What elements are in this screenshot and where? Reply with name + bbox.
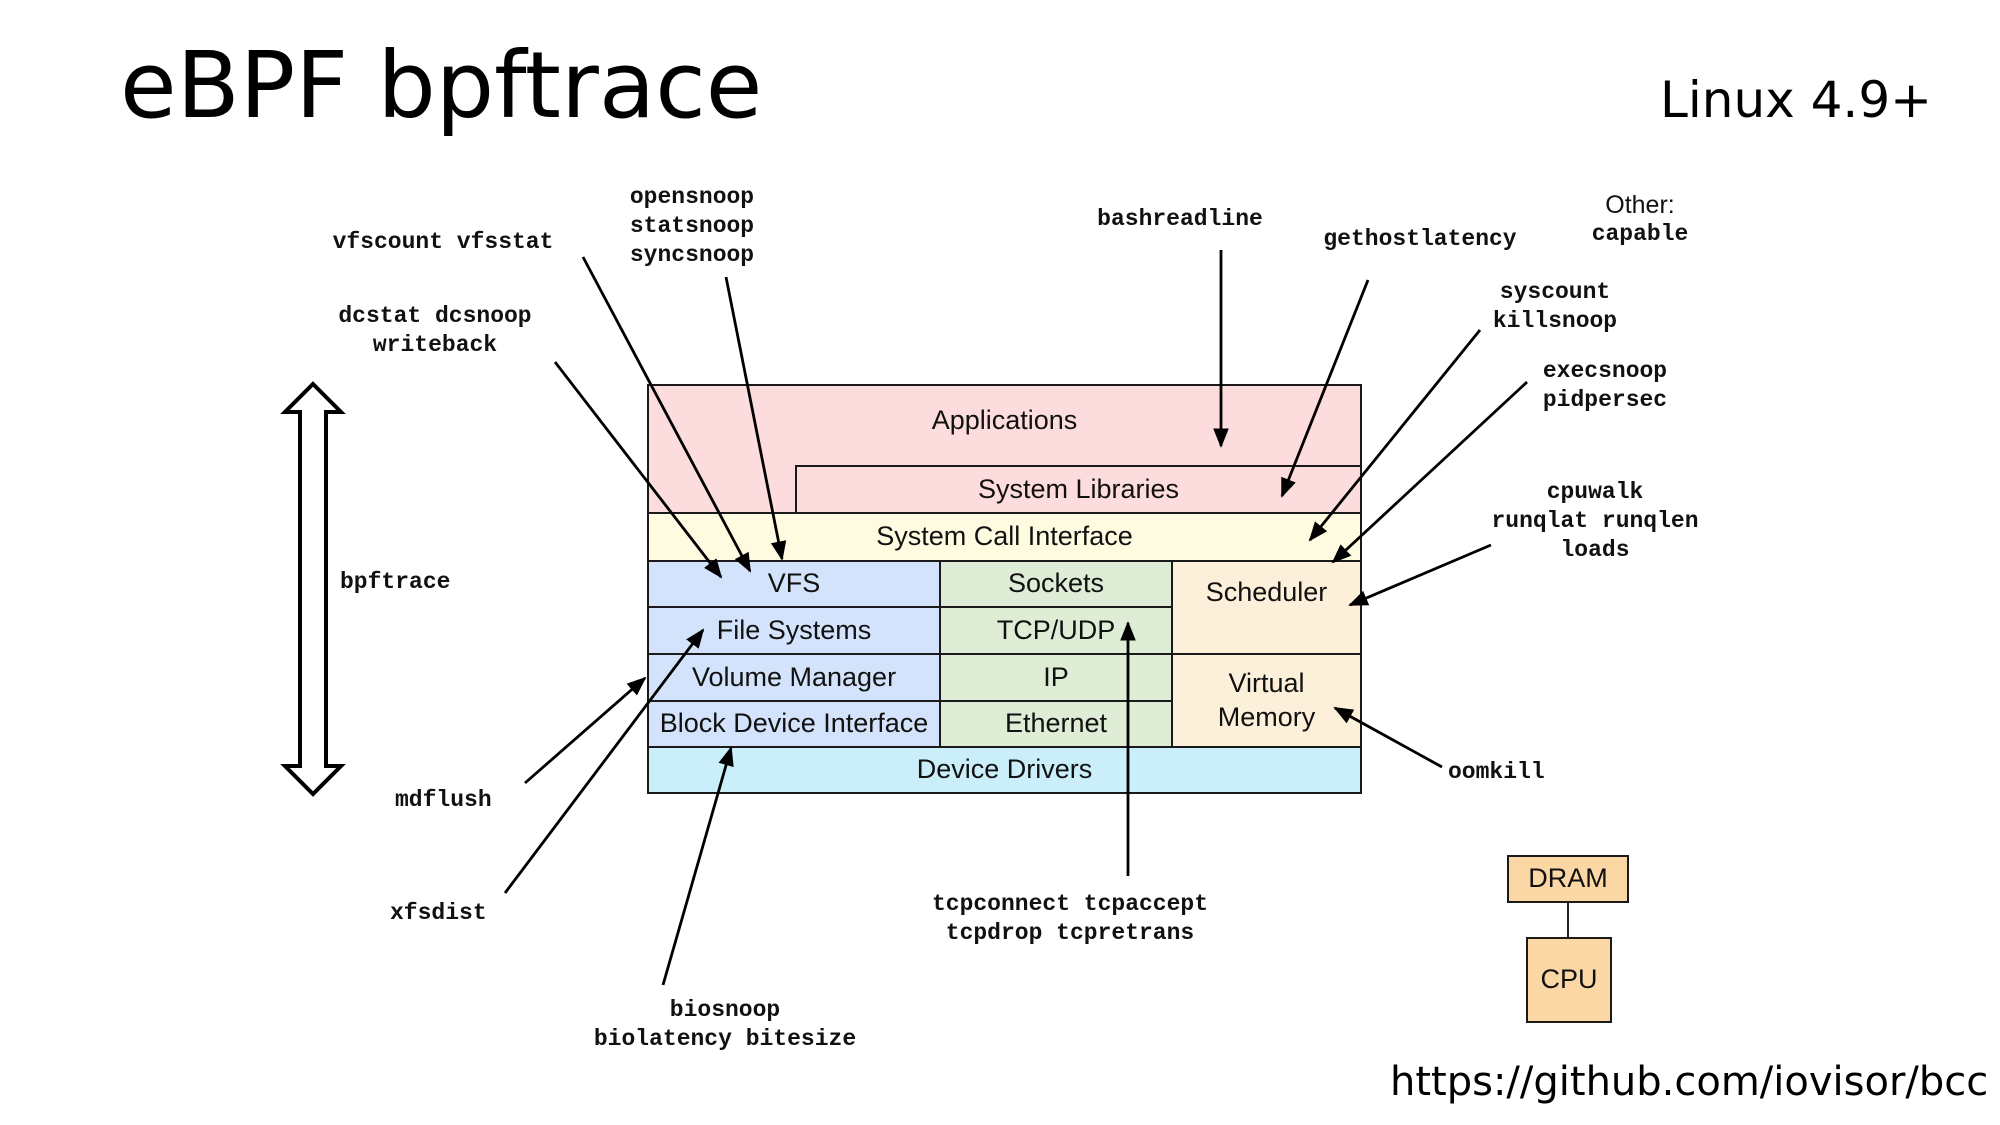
- tool-label-dcstat: dcstat dcsnoop writeback: [338, 303, 532, 358]
- layer-volume-manager: Volume Manager: [647, 653, 941, 702]
- layer-vfs-label: VFS: [767, 568, 821, 599]
- layer-system-libraries-label: System Libraries: [977, 473, 1180, 504]
- tool-label-cpuwalk: cpuwalk runqlat runqlen loads: [1491, 479, 1699, 563]
- layer-virtual-memory-label: Virtual Memory: [1217, 667, 1316, 732]
- kernel-version: Linux 4.9+: [1660, 71, 1933, 129]
- tool-label-vfscount: vfscount vfsstat: [332, 229, 554, 255]
- layer-system-libraries: System Libraries: [795, 465, 1362, 514]
- hardware-cpu-label: CPU: [1540, 964, 1598, 995]
- layer-ip-label: IP: [1043, 661, 1069, 692]
- layer-file-systems-label: File Systems: [716, 614, 872, 645]
- scope-arrow-label: bpftrace: [340, 569, 451, 595]
- layer-volume-manager-label: Volume Manager: [691, 661, 897, 692]
- tool-label-execsnoop: execsnoop pidpersec: [1542, 358, 1668, 413]
- layer-applications-label: Applications: [931, 405, 1078, 435]
- arrow-mdflush: [524, 676, 647, 785]
- layer-sockets: Sockets: [939, 560, 1173, 608]
- tool-label-syscount: syscount killsnoop: [1492, 279, 1618, 334]
- slide-title: eBPF bpftrace: [120, 32, 763, 139]
- tool-label-bashreadline: bashreadline: [1097, 206, 1263, 232]
- layer-file-systems: File Systems: [647, 606, 941, 655]
- layer-ethernet: Ethernet: [939, 700, 1173, 748]
- hardware-dram-label: DRAM: [1528, 863, 1608, 894]
- layer-tcp-udp: TCP/UDP: [939, 606, 1173, 655]
- hardware-cpu: CPU: [1526, 937, 1612, 1023]
- layer-device-drivers-label: Device Drivers: [916, 754, 1093, 785]
- layer-block-device-interface: Block Device Interface: [647, 700, 941, 748]
- layer-sockets-label: Sockets: [1007, 568, 1105, 599]
- tool-label-tcp: tcpconnect tcpaccept tcpdrop tcpretrans: [931, 891, 1209, 946]
- layer-device-drivers: Device Drivers: [647, 746, 1362, 794]
- layer-virtual-memory: Virtual Memory: [1171, 653, 1362, 748]
- tool-label-biosnoop: biosnoop biolatency bitesize: [593, 997, 857, 1052]
- layer-vfs: VFS: [647, 560, 941, 608]
- footer-url[interactable]: https://github.com/iovisor/bcc: [1390, 1059, 1989, 1105]
- layer-ethernet-label: Ethernet: [1004, 708, 1108, 739]
- tool-label-opensnoop: opensnoop statsnoop syncsnoop: [629, 184, 755, 268]
- tool-label-oomkill: oomkill: [1448, 759, 1545, 785]
- layer-scheduler: Scheduler: [1171, 560, 1362, 655]
- scope-double-arrow-icon: [280, 381, 346, 797]
- tool-label-mdflush: mdflush: [395, 787, 492, 813]
- layer-system-call-interface-label: System Call Interface: [876, 521, 1133, 552]
- layer-tcp-udp-label: TCP/UDP: [996, 614, 1116, 645]
- layer-ip: IP: [939, 653, 1173, 702]
- layer-block-device-interface-label: Block Device Interface: [659, 708, 929, 739]
- layer-scheduler-label: Scheduler: [1205, 577, 1328, 607]
- other-tools: Other: capable: [1560, 190, 1720, 249]
- tool-label-capable: capable: [1591, 221, 1689, 247]
- tool-label-xfsdist: xfsdist: [390, 900, 487, 926]
- other-heading: Other:: [1605, 191, 1675, 219]
- tool-label-gethostlatency: gethostlatency: [1323, 226, 1517, 252]
- hardware-dram: DRAM: [1507, 855, 1629, 903]
- layer-system-call-interface: System Call Interface: [647, 512, 1362, 562]
